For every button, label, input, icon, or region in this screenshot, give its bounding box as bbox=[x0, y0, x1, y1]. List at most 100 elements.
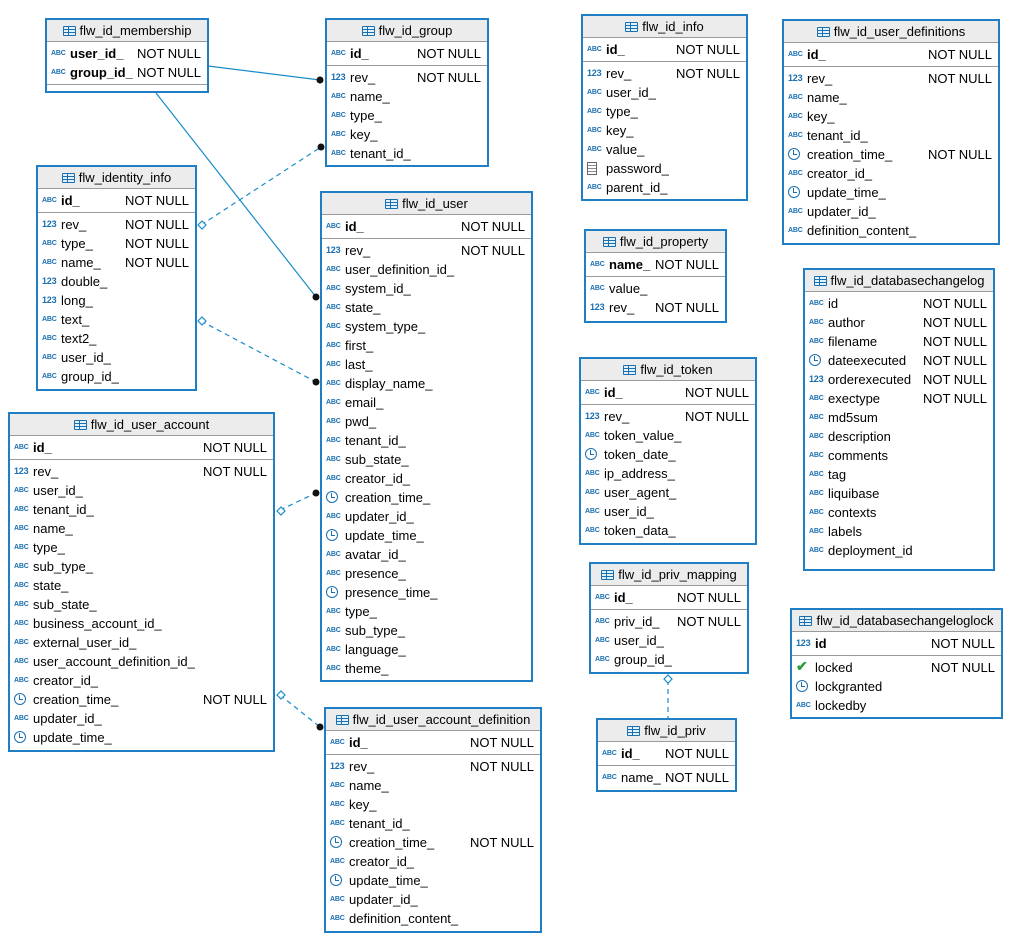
table-header[interactable]: flw_id_priv bbox=[598, 720, 735, 742]
table-header[interactable]: flw_id_user bbox=[322, 193, 531, 215]
table-header[interactable]: flw_id_group bbox=[327, 20, 487, 42]
table-header[interactable]: flw_id_token bbox=[581, 359, 755, 381]
column-row[interactable]: update_time_ bbox=[322, 526, 531, 545]
column-row[interactable]: creation_time_NOT NULL bbox=[10, 690, 273, 709]
table-header[interactable]: flw_id_user_definitions bbox=[784, 21, 998, 43]
table-header[interactable]: flw_id_databasechangelog bbox=[805, 270, 993, 292]
table-header[interactable]: flw_id_info bbox=[583, 16, 746, 38]
column-row[interactable]: token_date_ bbox=[581, 445, 755, 464]
column-row[interactable]: update_time_ bbox=[326, 871, 540, 890]
table-header[interactable]: flw_identity_info bbox=[38, 167, 195, 189]
column-row[interactable]: update_time_ bbox=[10, 728, 273, 747]
column-row[interactable]: creation_time_ bbox=[322, 488, 531, 507]
